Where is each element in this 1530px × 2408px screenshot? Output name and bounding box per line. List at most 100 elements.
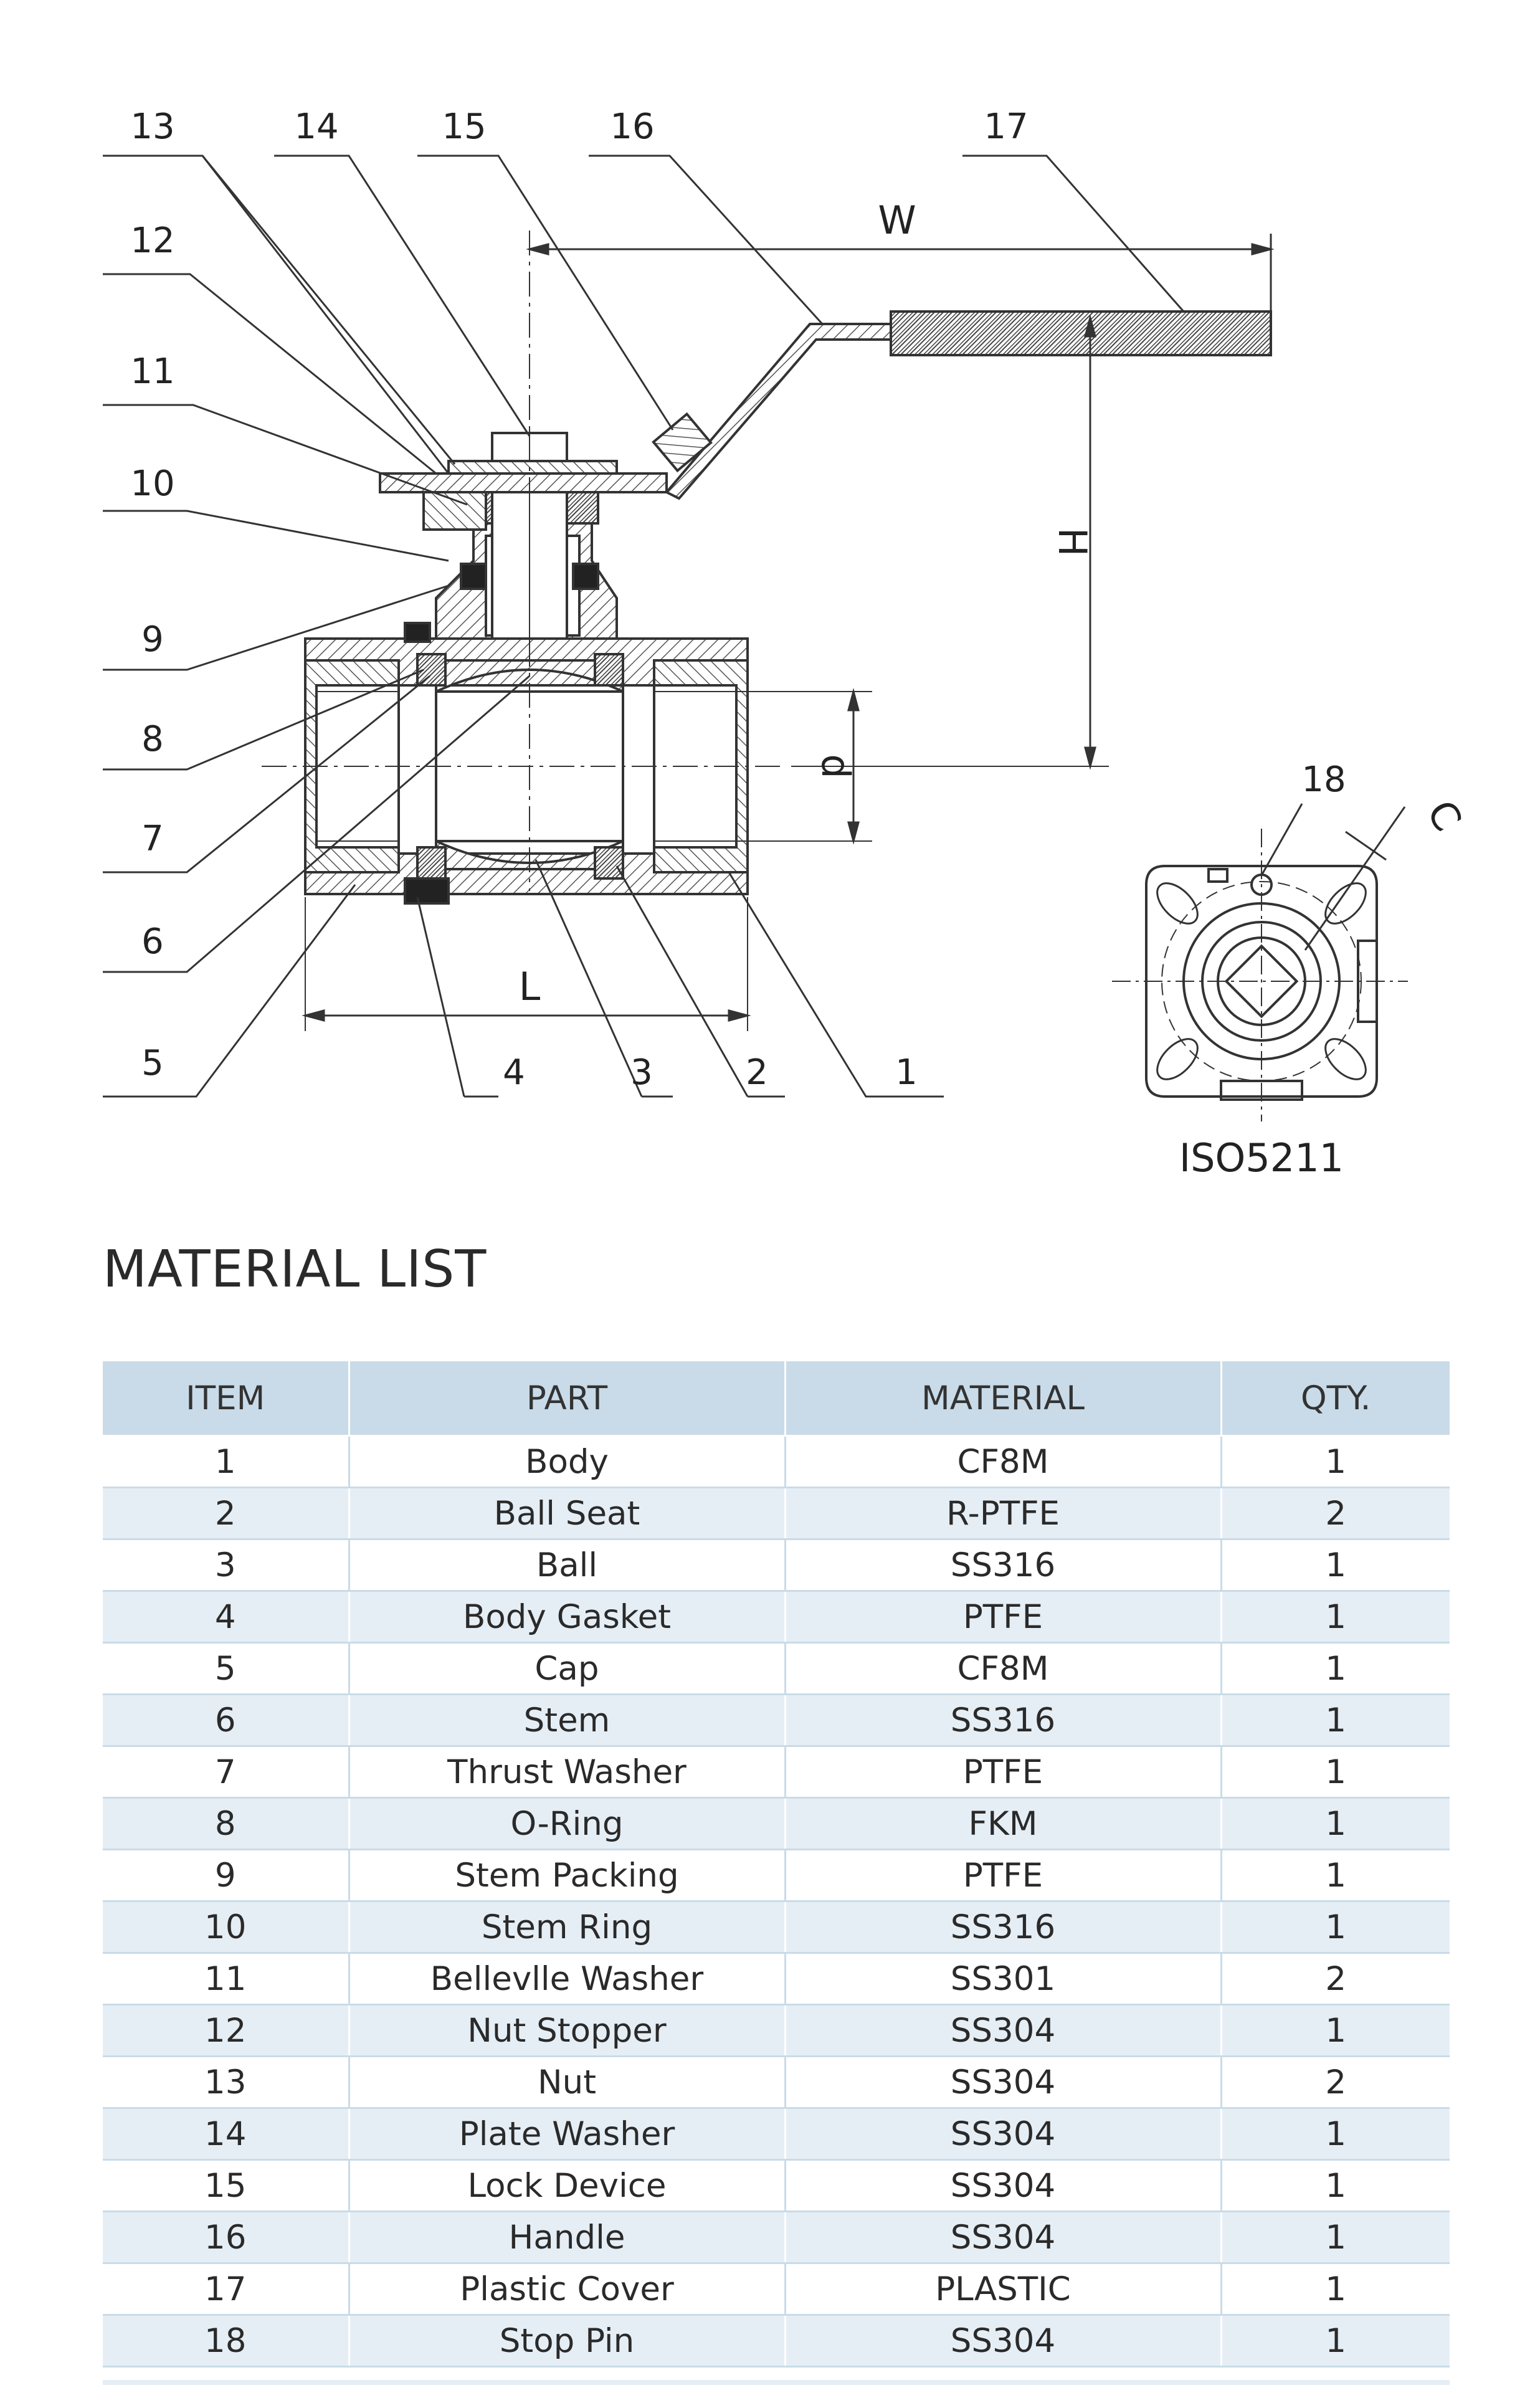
section-view — [304, 310, 1272, 905]
callout-3: 3 — [630, 1052, 653, 1093]
cell-material: SS316 — [785, 1901, 1222, 1954]
column-header-part: PART — [349, 1361, 786, 1437]
dimension-lines — [302, 234, 1275, 1031]
dim-w-label: W — [878, 197, 916, 243]
cell-item: 6 — [103, 1694, 350, 1747]
cell-qty: 1 — [1221, 1797, 1450, 1850]
callout-10: 10 — [130, 464, 174, 504]
cell-part: Handle — [349, 2211, 786, 2264]
cell-part: Plate Washer — [349, 2108, 786, 2161]
cell-material: SS304 — [785, 2004, 1222, 2057]
cell-part: Stem Packing — [349, 1849, 786, 1902]
dim-c-label: C — [1418, 792, 1471, 839]
callout-1: 1 — [895, 1052, 918, 1093]
cell-qty: 1 — [1221, 2159, 1450, 2212]
cell-material: CF8M — [785, 1435, 1222, 1488]
cell-material: SS316 — [785, 1694, 1222, 1747]
cell-item: 15 — [103, 2159, 350, 2212]
callout-12: 12 — [130, 221, 174, 261]
cell-qty: 1 — [1221, 1539, 1450, 1592]
cell-part: Body — [349, 1435, 786, 1488]
column-header-material: MATERIAL — [785, 1361, 1222, 1437]
callout-8: 8 — [141, 719, 164, 759]
callout-7: 7 — [141, 819, 164, 859]
cell-qty: 1 — [1221, 2263, 1450, 2316]
cell-material: R-PTFE — [785, 1487, 1222, 1540]
cell-material: PLASTIC — [785, 2263, 1222, 2316]
cell-material: PTFE — [785, 1591, 1222, 1644]
cell-material: SS316 — [785, 1539, 1222, 1592]
cell-qty: 1 — [1221, 2315, 1450, 2368]
cell-item: 11 — [103, 1953, 350, 2006]
cell-qty: 1 — [1221, 1849, 1450, 1902]
cell-part: Thrust Washer — [349, 1746, 786, 1799]
cell-item: 7 — [103, 1746, 350, 1799]
cell-item: 9 — [103, 1849, 350, 1902]
callout-leaders — [103, 155, 1185, 1098]
cell-item: 5 — [103, 1642, 350, 1695]
cell-qty: 1 — [1221, 1694, 1450, 1747]
cell-item: 10 — [103, 1901, 350, 1954]
cell-part: Ball Seat — [349, 1487, 786, 1540]
cell-part: Stem Ring — [349, 1901, 786, 1954]
callout-2: 2 — [746, 1052, 768, 1093]
cell-qty: 1 — [1221, 2108, 1450, 2161]
cell-part: Plastic Cover — [349, 2263, 786, 2316]
cell-qty: 1 — [1221, 1435, 1450, 1488]
iso5211-label: ISO5211 — [1179, 1135, 1344, 1181]
table-header-row: ITEM PART MATERIAL QTY. — [103, 1361, 1450, 1437]
cell-part: Stem — [349, 1694, 786, 1747]
body-gasket — [404, 877, 450, 905]
cell-item: 12 — [103, 2004, 350, 2057]
cell-material: SS304 — [785, 2315, 1222, 2368]
callout-9: 9 — [141, 619, 164, 660]
cell-item: 17 — [103, 2263, 350, 2316]
cell-part: Ball — [349, 1539, 786, 1592]
dim-l-label: L — [519, 964, 541, 1009]
cell-qty: 1 — [1221, 1901, 1450, 1954]
cell-item: 18 — [103, 2315, 350, 2368]
cell-item: 1 — [103, 1435, 350, 1488]
callout-16: 16 — [610, 107, 654, 147]
callout-6: 6 — [141, 921, 164, 962]
cell-qty: 1 — [1221, 1591, 1450, 1644]
callout-4: 4 — [503, 1052, 525, 1093]
dim-d-label: d — [813, 754, 858, 778]
iso5211-top-view — [1112, 803, 1408, 1121]
callout-18: 18 — [1301, 759, 1346, 800]
cell-qty: 1 — [1221, 1642, 1450, 1695]
cell-item: 13 — [103, 2056, 350, 2109]
cell-part: Lock Device — [349, 2159, 786, 2212]
cell-part: Bellevlle Washer — [349, 1953, 786, 2006]
ball-seat-right — [594, 653, 624, 687]
column-header-item: ITEM — [103, 1361, 350, 1437]
cell-qty: 2 — [1221, 1953, 1450, 2006]
callout-11: 11 — [130, 351, 174, 392]
handle — [664, 323, 898, 500]
callout-14: 14 — [294, 107, 338, 147]
cell-item: 3 — [103, 1539, 350, 1592]
cell-material: SS301 — [785, 1953, 1222, 2006]
table-bottom-band — [103, 2380, 1450, 2385]
cell-material: SS304 — [785, 2159, 1222, 2212]
cell-item: 14 — [103, 2108, 350, 2161]
material-list-title: MATERIAL LIST — [103, 1240, 487, 1299]
callout-13: 13 — [130, 107, 174, 147]
cell-item: 4 — [103, 1591, 350, 1644]
cell-qty: 2 — [1221, 2056, 1450, 2109]
dim-h-label: H — [1050, 528, 1095, 557]
cell-qty: 2 — [1221, 1487, 1450, 1540]
